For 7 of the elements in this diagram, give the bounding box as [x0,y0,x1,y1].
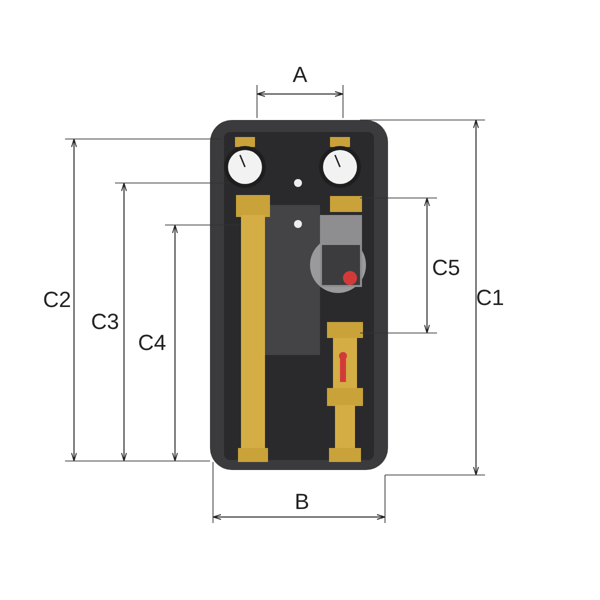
dimension-label: A [292,64,308,86]
dimension-label: C2 [42,289,72,311]
dimension-label: C3 [90,311,120,333]
dimension-label: C5 [432,257,460,279]
dimension-label: B [294,491,310,513]
dimension-label: C4 [138,332,166,354]
dimension-label: C1 [476,287,504,309]
